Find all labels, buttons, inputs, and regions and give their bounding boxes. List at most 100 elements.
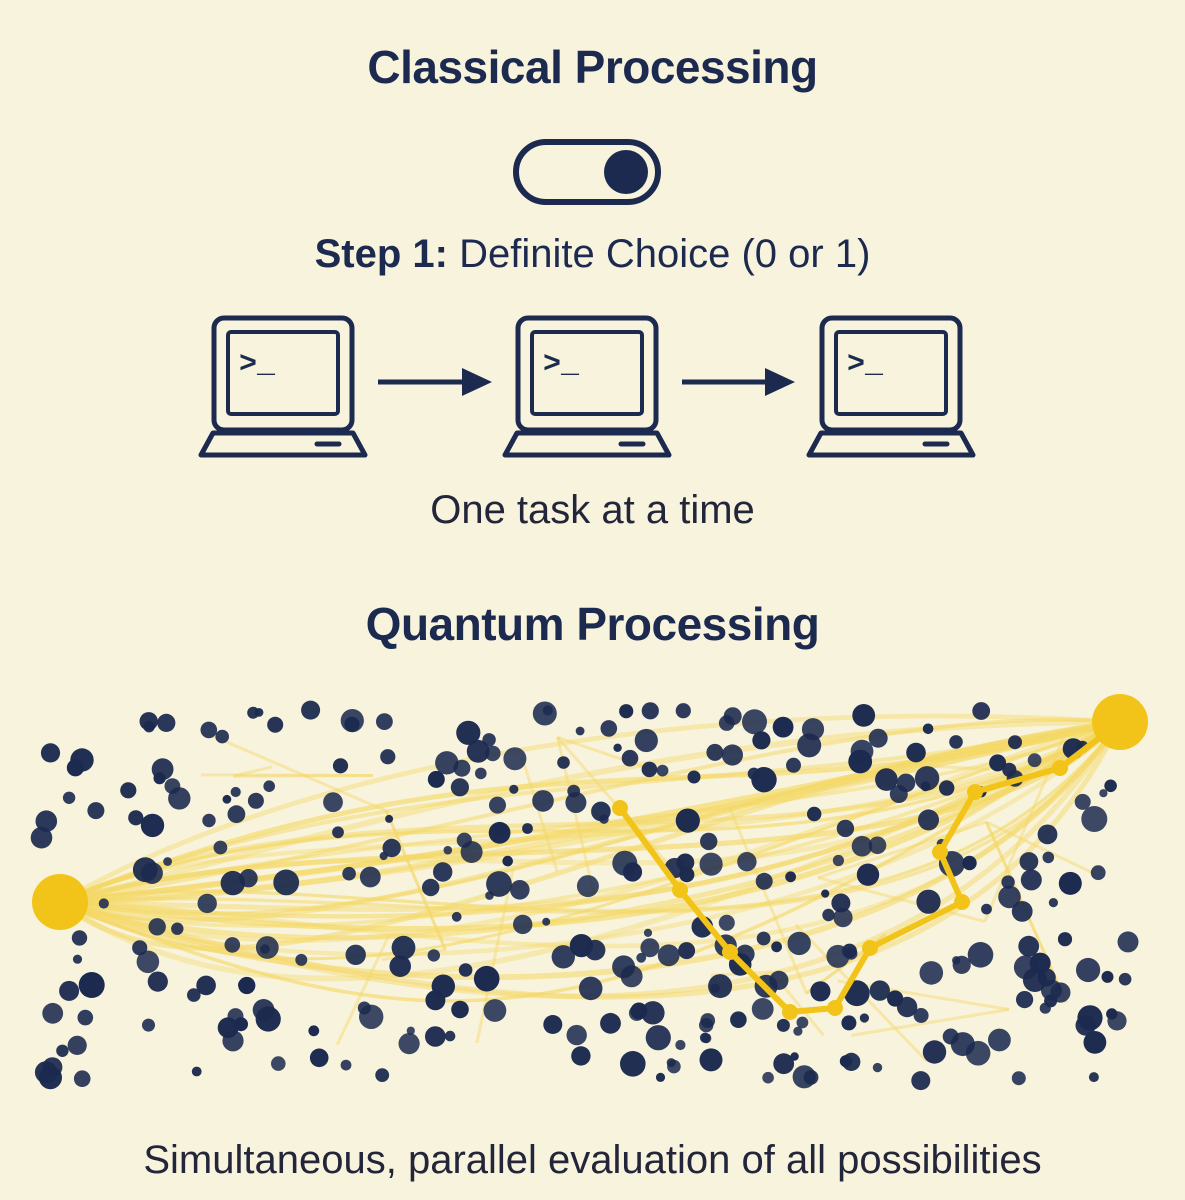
qubit-dot: [1020, 869, 1042, 891]
qubit-dot: [140, 813, 165, 838]
qubit-dot: [141, 862, 163, 884]
qubit-dot: [822, 908, 835, 922]
qubit-dot: [1037, 824, 1058, 845]
qubit-dot: [949, 735, 963, 749]
qubit-dot: [803, 1070, 819, 1085]
qubit-dot: [721, 744, 744, 766]
qubit-dot: [230, 786, 241, 798]
qubit-dot: [62, 791, 76, 804]
qubit-dot: [263, 780, 276, 792]
web-strand: [59, 717, 1121, 904]
qubit-dot: [859, 1013, 870, 1023]
qubit-dot: [197, 893, 217, 914]
qubit-dot: [841, 1015, 857, 1031]
qubit-dot: [332, 758, 349, 774]
qubit-dot: [345, 944, 366, 965]
qubit-dot: [868, 836, 887, 855]
qubit-dot: [922, 723, 934, 735]
qubit-dot: [1018, 935, 1040, 957]
step-text: Definite Choice (0 or 1): [459, 232, 871, 276]
qubit-dot: [787, 931, 811, 956]
qubit-dot: [220, 870, 245, 896]
web-link: [985, 820, 1096, 876]
qubit-dot: [989, 754, 1007, 772]
qubit-dot: [1001, 875, 1015, 889]
qubit-dot: [168, 787, 191, 810]
arrow-2: [682, 368, 795, 396]
terminal-prompt: >_: [543, 348, 580, 382]
terminal-prompt: >_: [239, 348, 276, 382]
qubit-dot: [332, 826, 344, 839]
qubit-dot: [163, 857, 173, 866]
path-node: [954, 894, 970, 910]
qubit-dot: [532, 701, 557, 726]
qubit-dot: [1013, 955, 1039, 980]
qubit-dot: [675, 703, 691, 719]
qubit-dot: [566, 1024, 587, 1046]
qubit-dot: [73, 1070, 91, 1087]
qubit-dot: [513, 914, 533, 935]
qubit-dot: [451, 1000, 469, 1019]
qubit-dot: [832, 854, 845, 867]
qubit-dot: [756, 931, 771, 946]
qubit-dot: [628, 1005, 645, 1021]
qubit-dot: [157, 713, 176, 732]
highlighted-path: [612, 719, 1123, 1020]
qubit-dot: [128, 810, 144, 826]
qubit-dot: [267, 716, 284, 733]
qubit-dot: [522, 823, 533, 834]
qubit-dot: [1042, 851, 1055, 864]
qubit-dot: [887, 990, 904, 1007]
qubit-dot: [950, 1032, 975, 1057]
qubit-dot: [342, 866, 356, 881]
qubit-dot: [675, 808, 700, 833]
qubit-dot: [578, 976, 603, 1001]
qubit-dot: [376, 713, 393, 730]
qubit-dot: [171, 922, 184, 935]
web-link: [557, 735, 659, 773]
qubit-dot: [227, 805, 246, 824]
qubit-dot: [485, 891, 494, 900]
qubit-dot: [776, 1018, 790, 1032]
qubit-dot: [922, 1040, 947, 1064]
toggle-switch-icon: [513, 139, 661, 205]
qubit-dot: [217, 1017, 239, 1039]
qubit-dot: [543, 1015, 563, 1034]
terminal-prompt: >_: [847, 348, 884, 382]
web-strand: [59, 720, 1121, 916]
web-strand: [59, 719, 1121, 923]
quantum-caption: Simultaneous, parallel evaluation of all…: [143, 1138, 1042, 1182]
web-link: [475, 868, 515, 1044]
qubit-dot: [793, 1026, 803, 1036]
qubit-dot: [619, 704, 634, 719]
laptop-2: >_: [505, 318, 669, 455]
qubit-dot: [998, 885, 1021, 909]
qubit-dot: [641, 761, 658, 778]
qubit-dot: [406, 1026, 415, 1035]
qubit-dot: [769, 970, 789, 990]
qubit-dot: [752, 731, 771, 750]
qubit-dot: [612, 850, 638, 876]
qubit-dot: [273, 869, 300, 896]
web-strand: [58, 720, 1123, 981]
qubit-dot: [772, 716, 794, 738]
web-link: [384, 810, 447, 951]
qubit-dot: [810, 981, 831, 1002]
qubit-dot: [30, 826, 53, 849]
web-link: [335, 934, 391, 1046]
qubit-dot: [427, 949, 440, 962]
qubit-dot: [271, 1056, 286, 1071]
start-node: [32, 874, 88, 930]
arrow-1: [378, 368, 492, 396]
qubit-dot: [962, 855, 977, 871]
qubit-dot: [620, 1051, 646, 1077]
web-link: [817, 820, 987, 879]
qubit-dot: [675, 1039, 686, 1051]
qubit-dot: [771, 941, 782, 953]
qubit-dot: [486, 871, 512, 897]
qubit-dot: [700, 832, 718, 851]
laptop-1: >_: [201, 318, 365, 455]
qubit-dot: [503, 747, 527, 771]
web-link: [201, 773, 373, 777]
qubit-dot: [98, 898, 109, 909]
